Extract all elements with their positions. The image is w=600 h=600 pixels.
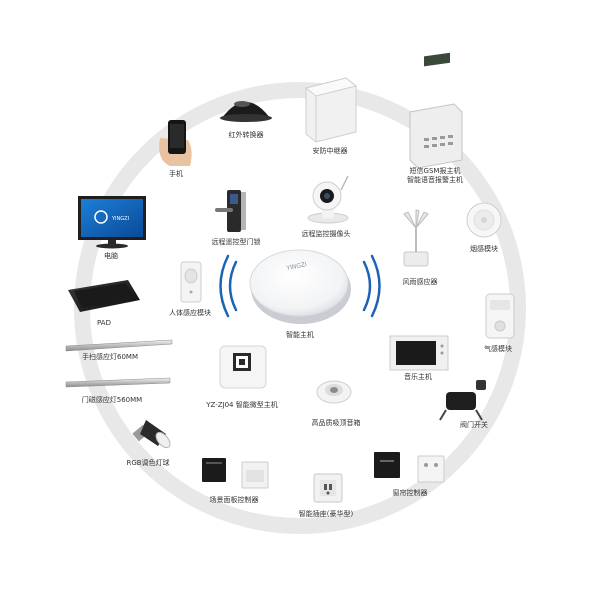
- curtain-switch-dark-device: [374, 452, 400, 478]
- relay-device: [304, 77, 358, 143]
- micro-host-label: YZ-ZJ04 智能微型主机: [206, 401, 278, 409]
- body-sensor-device: [180, 261, 202, 303]
- door-lock-label: 远程遥控型门锁: [211, 238, 261, 246]
- scene-switch-label: 场景面板控制器: [209, 496, 259, 504]
- wireless-wave-right-icon: [362, 254, 381, 318]
- body-sensor-label: 人体感应模块: [169, 309, 211, 317]
- wind-rain-label: 风雨感应器: [402, 278, 438, 286]
- monitor-device: YINGZI: [78, 196, 146, 249]
- gsm-alarm-host-device: [409, 52, 463, 169]
- music-host-device: [389, 335, 449, 371]
- light-bar-560-device: [65, 377, 171, 388]
- speaker-label: 高品质吸顶音箱: [311, 419, 361, 427]
- scene-switch-light-device: [241, 461, 269, 489]
- smoke-sensor-device: [466, 202, 502, 238]
- curtain-label: 窗帘控制器: [392, 489, 428, 497]
- pad-label: PAD: [97, 319, 111, 327]
- relay-label: 安防中继器: [312, 147, 348, 155]
- gsm-host-label-1: 短信GSM报主机: [409, 167, 461, 175]
- valve-device: [439, 380, 486, 421]
- smoke-sensor-label: 烟感模块: [470, 245, 498, 253]
- pad-device: [68, 280, 140, 312]
- gas-sensor-label: 气感模块: [484, 345, 512, 353]
- hub-brand: YINGZI: [285, 261, 308, 272]
- camera-label: 远程监控摄像头: [301, 230, 351, 238]
- scene-switch-dark-device: [202, 458, 226, 482]
- door-lock-device: [215, 190, 246, 232]
- wireless-wave-left-icon: [219, 254, 238, 318]
- light-bar-60-device: [65, 339, 173, 352]
- light-560-label: 门磁感应灯560MM: [81, 396, 143, 404]
- gas-sensor-device: [485, 293, 515, 339]
- camera-device: [307, 175, 349, 224]
- ir-converter-label: 红外转换器: [228, 131, 264, 139]
- socket-label: 智能插座(豪华型): [298, 510, 354, 518]
- phone-label: 手机: [169, 170, 183, 178]
- micro-host-device: [219, 345, 267, 389]
- light-60-label: 手扫感应灯60MM: [82, 353, 138, 361]
- gsm-host-label-2: 智能语音报警主机: [407, 176, 463, 184]
- monitor-screen-brand: YINGZI: [111, 216, 129, 222]
- ir-converter-device: [220, 101, 272, 122]
- hub-device: YINGZI: [249, 249, 351, 324]
- rgb-bulb-device: [132, 420, 171, 449]
- ceiling-speaker-device: [316, 380, 352, 404]
- wind-rain-sensor-device: [403, 209, 429, 267]
- socket-device: [313, 473, 343, 503]
- monitor-label: 电脑: [104, 252, 118, 260]
- curtain-switch-light-device: [417, 455, 445, 483]
- hub-label: 智能主机: [286, 331, 314, 339]
- music-host-label: 音乐主机: [404, 373, 432, 381]
- valve-label: 阀门开关: [460, 421, 488, 429]
- phone-device: [159, 120, 192, 166]
- rgb-bulb-label: RGB调色灯球: [126, 459, 170, 467]
